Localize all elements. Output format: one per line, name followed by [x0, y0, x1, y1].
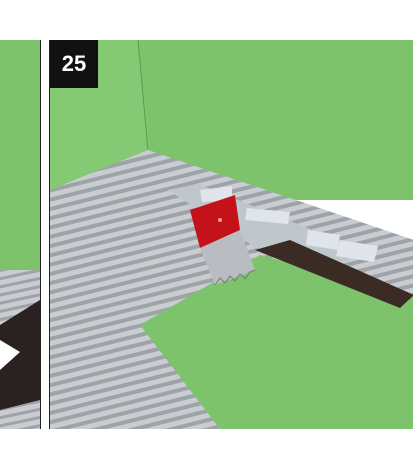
step-number-badge: 25 — [50, 40, 98, 88]
previous-step-illustration — [0, 40, 40, 429]
step-panel: 25 — [49, 40, 413, 429]
step-illustration — [50, 40, 413, 429]
previous-step-panel — [0, 40, 41, 429]
